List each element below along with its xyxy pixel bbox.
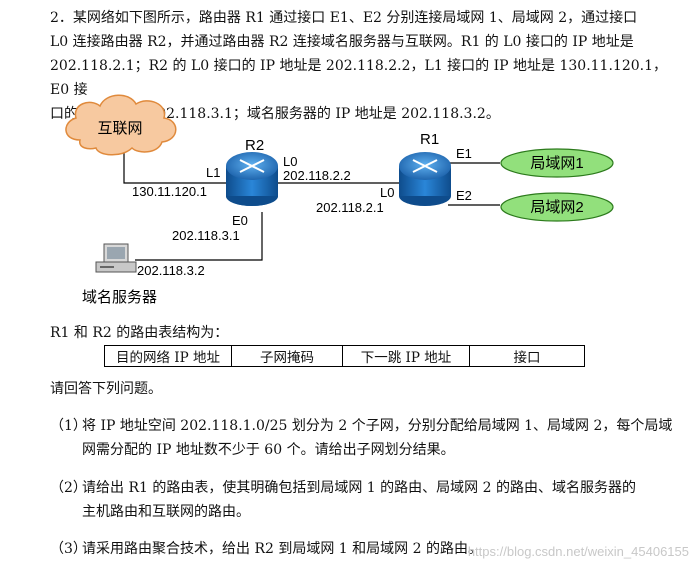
lan-1-label: 局域网1 (530, 155, 583, 172)
lan-2-label: 局域网2 (530, 199, 583, 216)
r1-l0-interface: L0 (380, 185, 394, 200)
question-3-number: （3） (50, 541, 87, 557)
watermark: https://blog.csdn.net/weixin_45406155 (467, 544, 689, 559)
r1-e2-interface: E2 (456, 188, 472, 203)
intro-line-1: 2．某网络如下图所示，路由器 R1 通过接口 E1、E2 分别连接局域网 1、局… (50, 10, 638, 26)
r1-l0-ip: 202.118.2.1 (316, 200, 384, 215)
routing-table-caption: R1 和 R2 的路由表结构为： (50, 325, 229, 341)
question-1: （1）将 IP 地址空间 202.118.1.0/25 划分为 2 个子网，分别… (50, 414, 680, 462)
question-2: （2）请给出 R1 的路由表，使其明确包括到局域网 1 的路由、局域网 2 的路… (50, 476, 680, 524)
question-1-line-2: 网需分配的 IP 地址数不少于 60 个。请给出子网划分结果。 (82, 442, 455, 458)
question-2-line-1: 请给出 R1 的路由表，使其明确包括到局域网 1 的路由、局域网 2 的路由、域… (82, 480, 636, 496)
intro-line-3: 202.118.2.1；R2 的 L0 接口的 IP 地址是 202.118.2… (50, 58, 667, 98)
router-arrows-icon (412, 159, 438, 173)
questions-lead: 请回答下列问题。 (50, 381, 162, 397)
internet-cloud: 互联网 (65, 94, 177, 156)
r1-e1-interface: E1 (456, 146, 472, 161)
header-mask: 子网掩码 (231, 345, 343, 367)
links (123, 150, 500, 261)
lan-1: 局域网1 (500, 148, 614, 178)
question-3-line-1: 请采用路由聚合技术，给出 R2 到局域网 1 和局域网 2 的路由。 (82, 541, 482, 557)
intro-line-2: L0 连接路由器 R2，并通过路由器 R2 连接域名服务器与互联网。R1 的 L… (50, 34, 634, 50)
network-diagram: 互联网 R2 R1 局域网1 局域网2 (65, 94, 614, 306)
router-r2 (226, 152, 278, 206)
r2-e0-interface: E0 (232, 213, 248, 228)
question-1-number: （1） (50, 418, 87, 434)
header-next-hop: 下一跳 IP 地址 (342, 345, 470, 367)
r2-l0-interface: L0 (283, 154, 297, 169)
link-r2-dns (135, 212, 263, 261)
router-r1-label: R1 (420, 131, 439, 148)
header-interface: 接口 (469, 345, 585, 367)
dns-label: 域名服务器 (82, 289, 157, 306)
problem-intro: 2．某网络如下图所示，路由器 R1 通过接口 E1、E2 分别连接局域网 1、局… (50, 6, 680, 126)
dns-ip: 202.118.3.2 (137, 263, 205, 278)
r2-l1-ip: 130.11.120.1 (132, 184, 207, 199)
router-r1 (399, 152, 451, 206)
computer-icon (95, 243, 137, 273)
link-internet-r2 (123, 150, 228, 184)
routing-table: 目的网络 IP 地址 子网掩码 下一跳 IP 地址 接口 (104, 345, 585, 367)
router-r2-label: R2 (245, 137, 264, 154)
question-1-line-1: 将 IP 地址空间 202.118.1.0/25 划分为 2 个子网，分别分配给… (82, 418, 673, 434)
router-arrows-icon (239, 159, 265, 173)
r2-l1-interface: L1 (206, 165, 220, 180)
r2-e0-ip: 202.118.3.1 (172, 228, 240, 243)
question-3: （3）请采用路由聚合技术，给出 R2 到局域网 1 和局域网 2 的路由。 (50, 537, 680, 561)
question-2-line-2: 主机路由和互联网的路由。 (82, 504, 250, 520)
r2-l0-ip: 202.118.2.2 (283, 168, 351, 183)
header-dest-ip: 目的网络 IP 地址 (104, 345, 232, 367)
question-2-number: （2） (50, 480, 87, 496)
table-row: 目的网络 IP 地址 子网掩码 下一跳 IP 地址 接口 (104, 345, 585, 367)
lan-2: 局域网2 (500, 192, 614, 222)
internet-label: 互联网 (97, 120, 142, 137)
